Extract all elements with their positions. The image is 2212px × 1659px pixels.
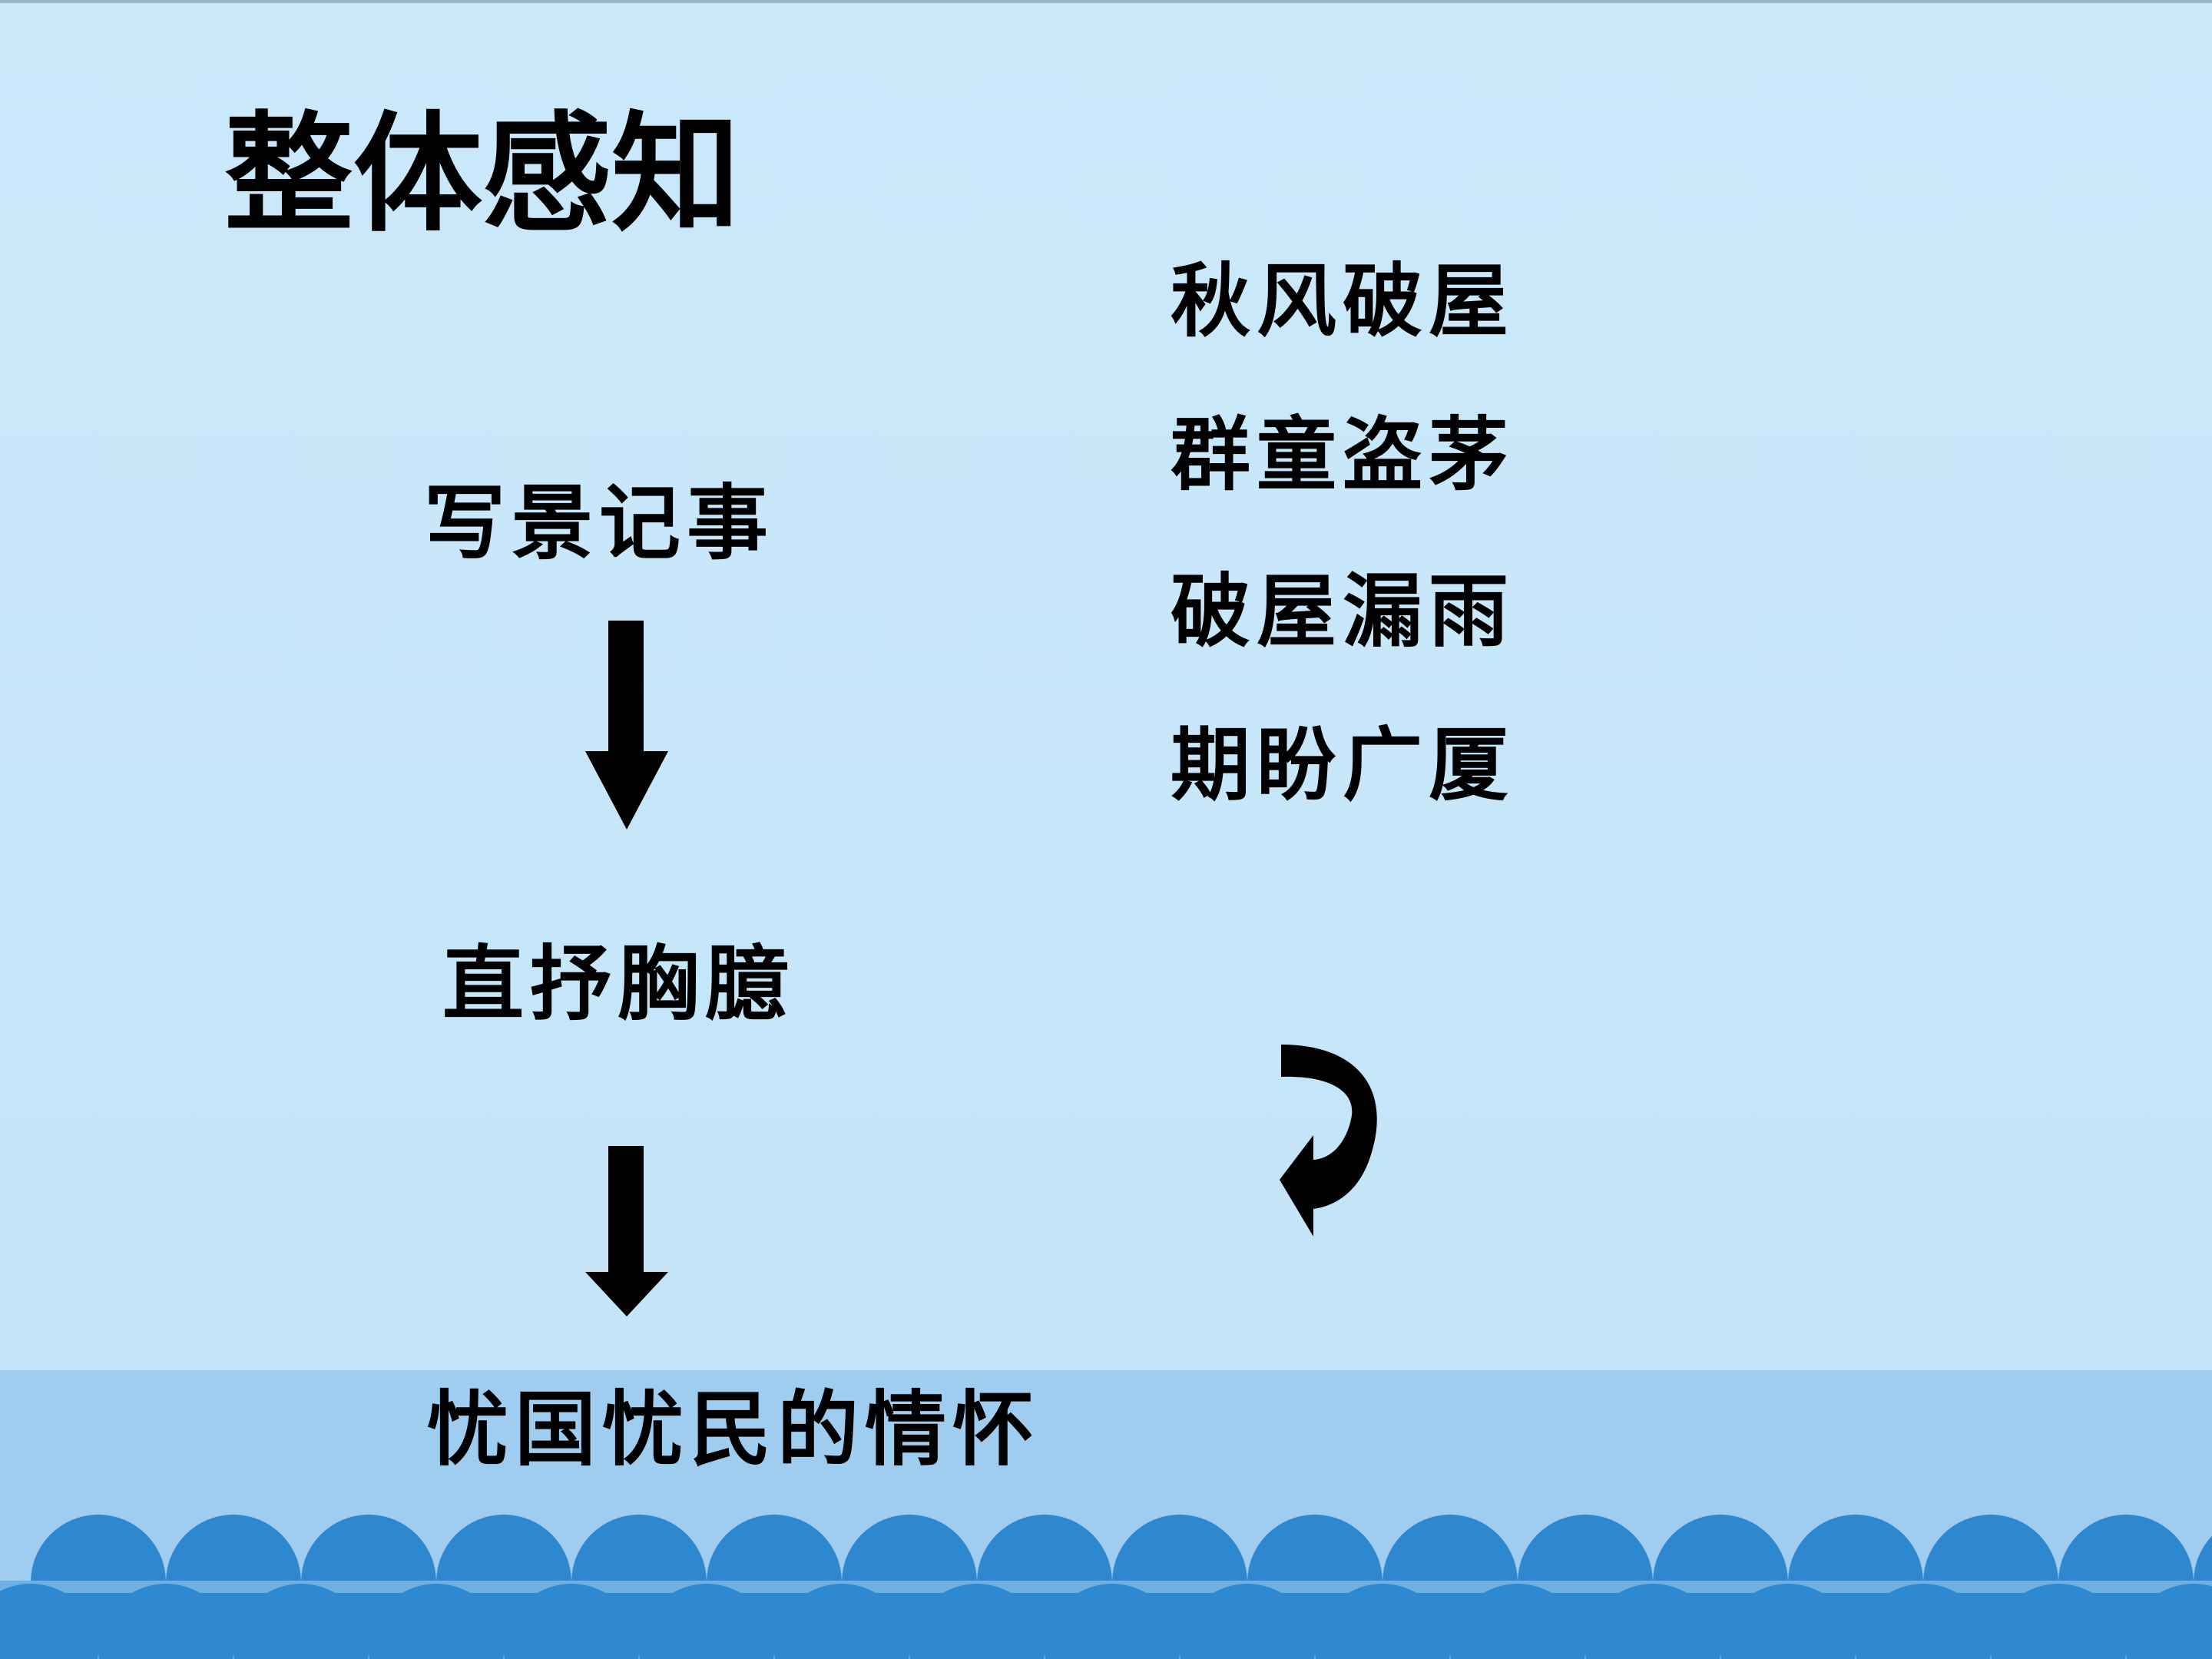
- wave-scale: [369, 1584, 504, 1659]
- wave-scale: [98, 1584, 233, 1659]
- left-bottom-label: 忧国忧民的情怀: [427, 1381, 1040, 1477]
- wave-scale: [504, 1584, 639, 1659]
- wave-scale: [1991, 1584, 2126, 1659]
- wave-scale: [233, 1584, 369, 1659]
- right-item-3: 破屋漏雨: [1171, 564, 1515, 658]
- wave-scale: [774, 1584, 909, 1659]
- left-top-label: 写景记事: [424, 475, 774, 571]
- arrow-down-icon: [585, 621, 668, 830]
- wave-scale: [1180, 1584, 1315, 1659]
- arrow-down-icon: [585, 1146, 668, 1316]
- top-border: [0, 0, 2212, 3]
- curved-arrow-icon: [1280, 1045, 1377, 1237]
- wave-scale: [1045, 1584, 1180, 1659]
- wave-pattern: [0, 1515, 2212, 1659]
- right-item-1: 秋风破屋: [1171, 253, 1515, 348]
- wave-scale: [1315, 1584, 1450, 1659]
- wave-scale: [1450, 1584, 1585, 1659]
- wave-scale: [1585, 1584, 1720, 1659]
- slide-title: 整体感知: [224, 98, 740, 250]
- right-item-4: 期盼广厦: [1171, 717, 1515, 812]
- wave-scale: [0, 1584, 98, 1659]
- left-middle-label: 直抒胸臆: [442, 935, 793, 1031]
- wave-scale: [909, 1584, 1045, 1659]
- wave-scale: [1720, 1584, 1856, 1659]
- wave-scale: [639, 1584, 774, 1659]
- right-item-2: 群童盗茅: [1171, 407, 1515, 502]
- wave-scale: [2126, 1584, 2212, 1659]
- wave-scale: [1856, 1584, 1991, 1659]
